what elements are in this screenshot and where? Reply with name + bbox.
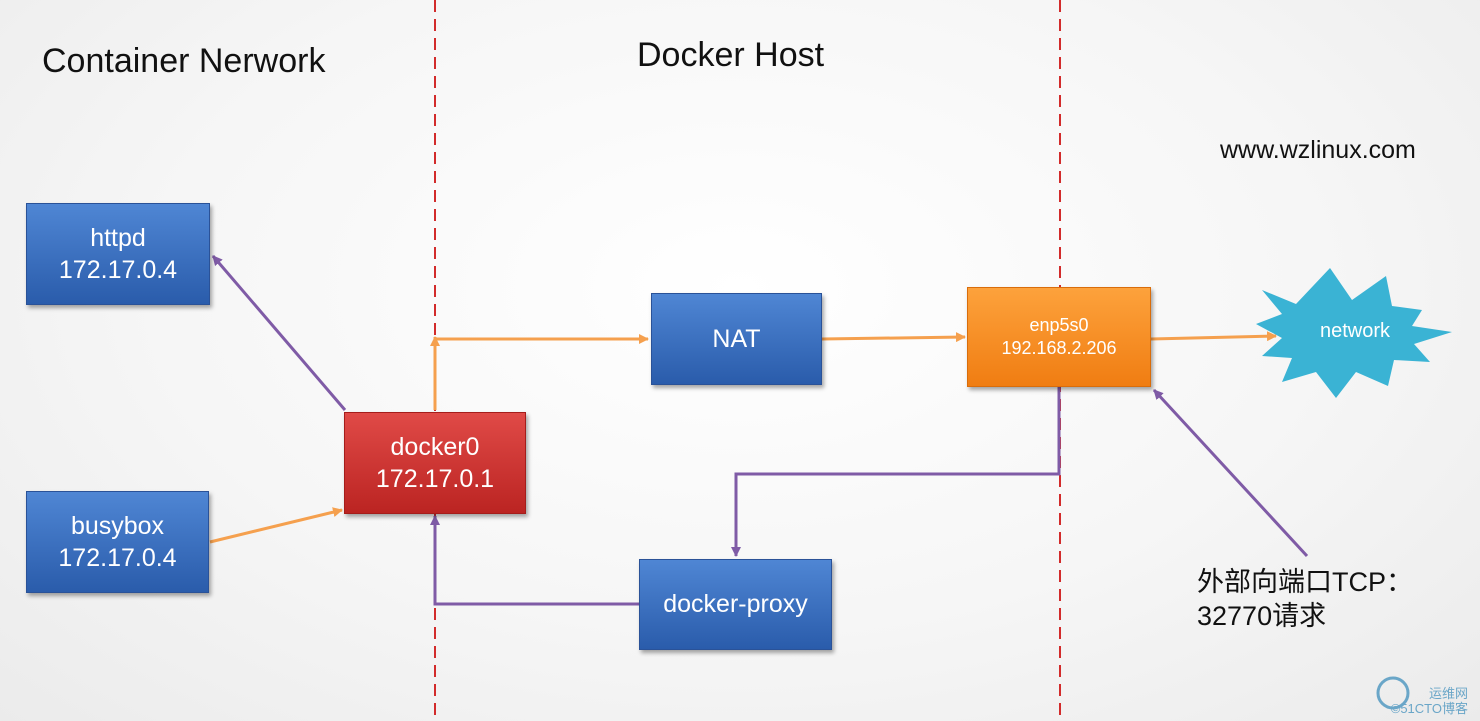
httpd-node: httpd 172.17.0.4 bbox=[26, 203, 210, 305]
arrow-docker0-to-httpd bbox=[211, 255, 347, 411]
busybox-name: busybox bbox=[70, 511, 165, 540]
docker0-node: docker0 172.17.0.1 bbox=[344, 412, 526, 514]
httpd-name: httpd bbox=[90, 223, 146, 252]
enp5s0-node: enp5s0 192.168.2.206 bbox=[967, 287, 1151, 387]
arrow-enp5s0-to-docker-proxy bbox=[731, 387, 1061, 557]
external-request-line2: 32770请求 bbox=[1197, 600, 1327, 631]
arrow-enp5s0-to-network bbox=[1150, 331, 1277, 342]
httpd-ip: 172.17.0.4 bbox=[58, 256, 178, 284]
docker-proxy-node: docker-proxy bbox=[639, 559, 832, 650]
watermark-logo-icon bbox=[1376, 676, 1410, 710]
busybox-ip: 172.17.0.4 bbox=[58, 544, 177, 572]
enp5s0-name: enp5s0 bbox=[1029, 314, 1089, 335]
heading-docker-host: Docker Host bbox=[637, 36, 825, 74]
arrow-nat-to-enp5s0 bbox=[821, 332, 966, 343]
arrow-docker0-to-nat bbox=[433, 334, 649, 410]
nat-name: NAT bbox=[712, 324, 761, 353]
docker-proxy-name: docker-proxy bbox=[663, 590, 808, 619]
external-request-note: 外部向端口TCP： 32770请求 bbox=[1197, 566, 1413, 634]
busybox-node: busybox 172.17.0.4 bbox=[26, 491, 209, 593]
watermark: 运维网 ©51CTO博客 bbox=[1390, 686, 1468, 717]
site-url: www.wzlinux.com bbox=[1220, 136, 1416, 164]
heading-container-network: Container Nerwork bbox=[42, 42, 326, 80]
arrow-busybox-to-docker0 bbox=[209, 507, 343, 544]
arrow-docker-proxy-to-docker0 bbox=[430, 515, 639, 606]
external-request-line1: 外部向端口TCP： bbox=[1197, 567, 1413, 597]
network-cloud-label: network bbox=[1319, 320, 1391, 342]
watermark-line1: 运维网 bbox=[1428, 686, 1468, 702]
enp5s0-ip: 192.168.2.206 bbox=[1001, 338, 1117, 358]
nat-node: NAT bbox=[651, 293, 822, 385]
docker0-ip: 172.17.0.1 bbox=[375, 465, 495, 493]
docker0-name: docker0 bbox=[390, 432, 480, 461]
watermark-text: 运维网 ©51CTO博客 bbox=[1390, 686, 1468, 717]
arrow-external-to-enp5s0 bbox=[1152, 388, 1309, 558]
watermark-line2: ©51CTO博客 bbox=[1390, 701, 1468, 717]
network-cloud-shape bbox=[1256, 268, 1452, 398]
